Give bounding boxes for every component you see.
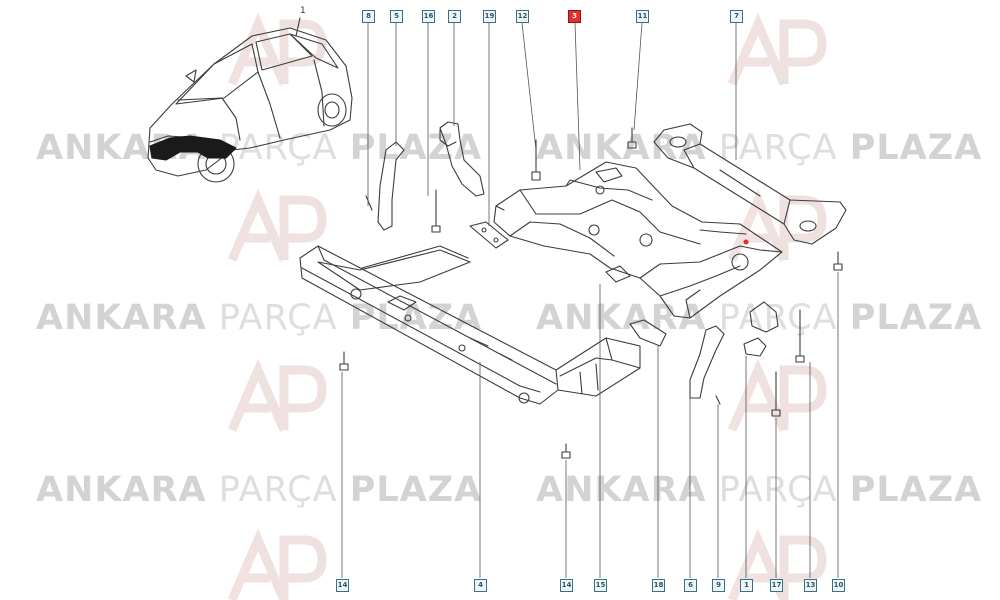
plate-18: [629, 319, 667, 347]
bracket-2-top: [439, 129, 457, 147]
car-part-marker: 1: [300, 6, 306, 16]
part-callout[interactable]: 14: [336, 579, 349, 592]
part-callout[interactable]: 4: [474, 579, 487, 592]
part-callout[interactable]: 19: [483, 10, 496, 23]
front-crossmember: [299, 245, 641, 405]
main-subframe: [493, 161, 783, 319]
car-subframe-highlight: [149, 135, 237, 161]
part-callout[interactable]: 18: [652, 579, 665, 592]
part-callout[interactable]: 8: [362, 10, 375, 23]
part-callout[interactable]: 9: [712, 579, 725, 592]
bolt-icon: [339, 127, 843, 459]
leader-lines: [341, 22, 839, 578]
rear-tie-bar: [653, 123, 847, 245]
mount-1: [749, 301, 779, 333]
part-callout[interactable]: 5: [390, 10, 403, 23]
bracket-6: [689, 325, 725, 399]
watermark: ANKARA PARÇA PLAZA: [536, 470, 983, 510]
part-callout[interactable]: 13: [804, 579, 817, 592]
part-callout[interactable]: 17: [770, 579, 783, 592]
bracket-5: [377, 141, 405, 231]
watermark: ANKARA PARÇA PLAZA: [36, 470, 483, 510]
part-callout[interactable]: 7: [730, 10, 743, 23]
watermark: ANKARA PARÇA PLAZA: [36, 298, 483, 338]
part-callout[interactable]: 1: [740, 579, 753, 592]
part-callout[interactable]: 16: [422, 10, 435, 23]
watermark: ANKARA PARÇA PLAZA: [536, 128, 983, 168]
bracket-2: [439, 121, 485, 197]
part-callout[interactable]: 11: [636, 10, 649, 23]
plate-19: [469, 221, 509, 249]
mount-1-bush: [743, 337, 767, 357]
part-callout[interactable]: 15: [594, 579, 607, 592]
ap-logo-icon: [227, 12, 827, 600]
part-callout[interactable]: 6: [684, 579, 697, 592]
part-callout[interactable]: 2: [448, 10, 461, 23]
part-callout-highlighted[interactable]: 3: [568, 10, 581, 23]
part-callout[interactable]: 14: [560, 579, 573, 592]
clip-15: [605, 265, 631, 283]
part-callout[interactable]: 10: [832, 579, 845, 592]
part-callout[interactable]: 12: [516, 10, 529, 23]
watermark: ANKARA PARÇA PLAZA: [536, 298, 983, 338]
